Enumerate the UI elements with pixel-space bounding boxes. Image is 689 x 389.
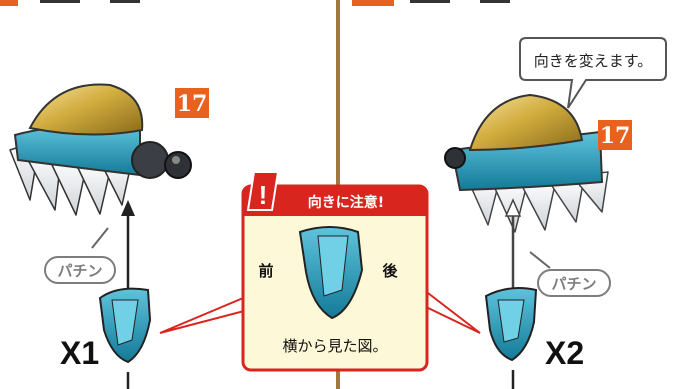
right-insert-arrow [504, 198, 522, 389]
right-callout: 向きを変えます。 [519, 37, 667, 109]
svg-text:!: ! [259, 180, 268, 210]
side-view-part [298, 226, 364, 320]
left-quantity: X1 [60, 335, 99, 371]
notice-caption: 横から見た図。 [282, 337, 387, 355]
left-pachin-text: パチン [57, 262, 102, 280]
front-label: 前 [258, 262, 273, 280]
right-pachin-label: パチン [529, 251, 611, 297]
right-quantity: X2 [545, 335, 584, 371]
left-step-badge: 17 [175, 88, 209, 118]
warning-icon: ! [246, 171, 280, 211]
back-label: 後 [381, 262, 398, 280]
notice-title: 向きに注意! [308, 194, 384, 211]
notice-box: ! 向きに注意! 前 後 横から見た図。 [241, 171, 429, 372]
right-head-part [444, 93, 609, 233]
left-head-part [9, 83, 192, 216]
right-step-number: 17 [600, 123, 631, 149]
left-small-part [98, 287, 152, 364]
left-step-number: 17 [177, 91, 208, 117]
right-pachin-text: パチン [551, 275, 596, 293]
right-step-badge: 17 [598, 120, 632, 150]
left-pachin-label: パチン [44, 227, 116, 284]
callout-text: 向きを変えます。 [534, 52, 653, 70]
right-small-part [484, 287, 538, 362]
left-insert-arrow [121, 200, 135, 389]
header-strip [0, 0, 510, 6]
